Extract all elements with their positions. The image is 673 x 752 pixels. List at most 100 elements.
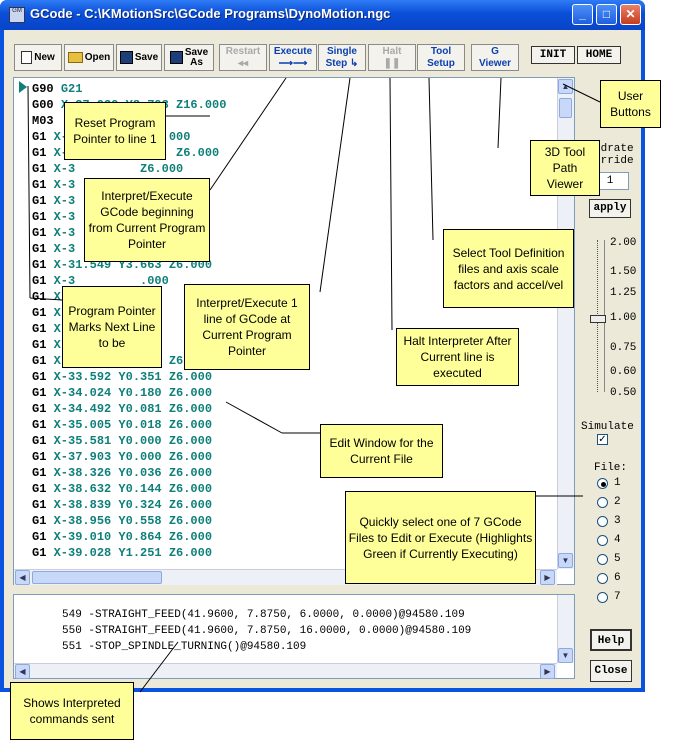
file-radio-3[interactable] [597,516,608,527]
code-line[interactable]: G1 X-37.903 Y0.000 Z6.000 [32,449,212,465]
g-viewer-button[interactable]: G Viewer [471,44,519,71]
floppy-disk-icon [119,51,133,64]
horizontal-scroll-thumb[interactable] [32,571,162,584]
code-command: G1 [32,130,47,144]
title-bar[interactable] [0,0,645,30]
code-command: G1 [32,162,47,176]
close-window-button[interactable]: ✕ [620,4,641,25]
code-line[interactable]: G90 G21 [32,81,82,97]
code-line[interactable]: G1 X-34.492 Y0.081 Z6.000 [32,401,212,417]
tool-setup-button[interactable]: Tool Setup [417,44,465,71]
output-vertical-scrollbar[interactable] [557,595,574,663]
init-button[interactable]: INIT [531,46,575,64]
scroll-right-icon[interactable]: ▶ [540,570,555,585]
callout-interpret-execute: Interpret/Execute GCode beginning from C… [84,178,210,262]
save-button[interactable]: Save [116,44,162,71]
scale-tick-label: 0.50 [610,387,637,399]
code-arguments: X-35.581 Y0.000 Z6.000 [53,434,213,448]
code-command: M03 [32,114,54,128]
code-command: G1 [32,530,47,544]
code-arguments: X-34.024 Y0.180 Z6.000 [53,386,213,400]
feedrate-label-2: erride [594,155,634,167]
code-command: G1 [32,146,47,160]
code-arguments: X-3 .000 [53,274,169,288]
scroll-up-icon[interactable]: ▲ [558,79,573,94]
scroll-down-icon[interactable]: ▼ [558,553,573,568]
scale-tick-label: 2.00 [610,237,637,249]
single-step-button[interactable]: Single Step ↳ [318,44,366,71]
step-arrow-icon: ↳ [350,57,359,69]
output-scroll-left-icon[interactable]: ◀ [15,664,30,679]
file-radio-label: 1 [614,477,621,489]
file-radio-4[interactable] [597,535,608,546]
code-command: G1 [32,498,47,512]
code-line[interactable]: G1 X-39.028 Y1.251 Z6.000 [32,545,212,561]
code-line[interactable]: G1 X-38.839 Y0.324 Z6.000 [32,497,212,513]
apply-button[interactable]: apply [589,199,631,218]
new-file-icon [21,51,33,64]
help-button[interactable]: Help [590,629,632,651]
output-scroll-down-icon[interactable]: ▼ [558,648,573,663]
scale-tick-label: 0.60 [610,366,637,378]
window-title: GCode - C:\KMotionSrc\GCode Programs\Dyn… [30,6,391,21]
code-arguments: X-33.592 Y0.351 Z6.000 [53,370,213,384]
file-radio-7[interactable] [597,592,608,603]
code-line[interactable]: G1 X-34.024 Y0.180 Z6.000 [32,385,212,401]
code-line[interactable]: G1 X-38.956 Y0.558 Z6.000 [32,513,212,529]
file-radio-5[interactable] [597,554,608,565]
code-arguments: X-35.005 Y0.018 Z6.000 [53,418,213,432]
code-command: G1 [32,226,47,240]
code-command: G1 [32,482,47,496]
feedrate-override-input[interactable]: 1 [591,172,629,190]
home-button[interactable]: HOME [577,46,621,64]
output-line: 549 -STRAIGHT_FEED(41.9600, 7.8750, 6.00… [62,609,465,621]
feedrate-slider-thumb[interactable] [590,315,606,323]
code-line[interactable]: G1 X-35.581 Y0.000 Z6.000 [32,433,212,449]
file-radio-2[interactable] [597,497,608,508]
code-arguments: X-38.632 Y0.144 Z6.000 [53,482,213,496]
code-command: G1 [32,386,47,400]
code-line[interactable]: G1 X-3 Z6.000 [32,161,183,177]
code-command: G1 [32,242,47,256]
minimize-button[interactable]: _ [572,4,593,25]
simulate-checkbox[interactable]: ✓ [597,434,608,445]
file-radio-label: 4 [614,534,621,546]
callout-select-files: Quickly select one of 7 GCode Files to E… [345,491,536,584]
scroll-left-icon[interactable]: ◀ [15,570,30,585]
rewind-icon: ◂◂ [237,57,249,69]
code-line[interactable]: G1 X-39.010 Y0.864 Z6.000 [32,529,212,545]
code-line[interactable]: G1 X-38.326 Y0.036 Z6.000 [32,465,212,481]
code-line[interactable]: G1 X-35.005 Y0.018 Z6.000 [32,417,212,433]
execute-arrows-icon: ⟶⟶ [278,57,308,69]
code-line[interactable]: G1 X-38.632 Y0.144 Z6.000 [32,481,212,497]
open-button[interactable]: Open [64,44,114,71]
editor-vertical-scrollbar[interactable] [557,78,574,569]
output-horizontal-scrollbar[interactable] [14,663,557,678]
code-line[interactable]: M03 [32,113,61,129]
code-command: G1 [32,354,47,368]
restart-button[interactable]: Restart ◂◂ [219,44,267,71]
maximize-button[interactable]: □ [596,4,617,25]
file-radio-label: 6 [614,572,621,584]
halt-button[interactable]: Halt ❚❚ [368,44,416,71]
new-button[interactable]: New [14,44,62,71]
close-button[interactable]: Close [590,660,632,682]
code-command: G1 [32,322,47,336]
execute-button[interactable]: Execute ⟶⟶ [269,44,317,71]
file-radio-1[interactable] [597,478,608,489]
code-line[interactable]: G1 X-3 .000 [32,273,169,289]
output-scroll-right-icon[interactable]: ▶ [540,664,555,679]
code-command: G1 [32,418,47,432]
save-as-button[interactable]: Save As [164,44,214,71]
callout-halt-interpreter: Halt Interpreter After Current line is e… [396,328,519,386]
code-command: G90 [32,82,54,96]
vertical-scroll-thumb[interactable] [559,98,572,118]
file-radio-6[interactable] [597,573,608,584]
program-pointer-icon [19,81,27,93]
callout-shows-interpreted: Shows Interpreted commands sent [10,682,134,740]
scale-tick-label: 0.75 [610,342,637,354]
code-command: G1 [32,210,47,224]
code-arguments: X-38.326 Y0.036 Z6.000 [53,466,213,480]
code-line[interactable]: G1 X-33.592 Y0.351 Z6.000 [32,369,212,385]
